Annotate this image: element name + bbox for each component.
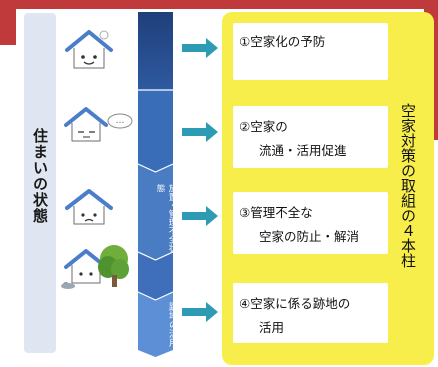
stage-neglected: 放置・管理不全状態 (138, 184, 177, 254)
speech-bubble-text: … (116, 116, 125, 126)
measure-3-line2: 空家の防止・解消 (259, 229, 360, 244)
measure-2-line1: ②空家の (239, 119, 288, 134)
measure-4-line2: 活用 (259, 320, 285, 335)
stage-site-use-label: 跡地の活用 (167, 302, 177, 347)
left-red-band (0, 40, 25, 45)
stage-column-background (138, 12, 173, 357)
stage-demolition-label: 除却 (174, 264, 184, 282)
stage-demolition: 除却 (138, 264, 184, 294)
house-vacant-icon: … (64, 107, 133, 142)
measure-3-line1: ③管理不全な (239, 205, 313, 220)
arrow-2-icon (182, 122, 218, 142)
measure-card-3: ③管理不全な 空家の防止・解消 (233, 192, 388, 254)
stage-vacancy: 空家化 (138, 100, 184, 160)
measure-1-line1: ①空家化の予防 (239, 34, 326, 49)
stage-vacancy-label: 空家化 (174, 100, 184, 127)
arrow-4-icon (182, 302, 218, 322)
stage-in-use: 利用中 (138, 20, 184, 80)
measure-card-4: ④空家に係る跡地の 活用 (233, 283, 388, 343)
house-neglected-icon (65, 189, 113, 225)
arrow-1-icon (182, 38, 218, 58)
measure-card-2: ②空家の 流通・活用促進 (233, 106, 388, 168)
house-in-use-icon (65, 30, 113, 69)
stage-site-use: 跡地の活用 (138, 302, 177, 352)
housing-state-label: 住まいの状態 (31, 128, 49, 224)
measure-4-line1: ④空家に係る跡地の (239, 296, 351, 311)
house-overgrown-icon (61, 245, 129, 289)
housing-state-label-bar: 住まいの状態 (24, 13, 56, 353)
stage-in-use-label: 利用中 (174, 20, 184, 47)
measure-2-line2: 流通・活用促進 (259, 143, 347, 158)
measure-card-1: ①空家化の予防 (233, 23, 388, 80)
stage-neglected-label: 放置・管理不全状態 (155, 184, 177, 252)
arrow-3-icon (182, 206, 218, 226)
stage-column: 利用中 空家化 放置・管理不全状態 除却 跡地の活用 (138, 12, 184, 357)
panel-title: 空家対策の取組の４本柱 (399, 103, 417, 268)
